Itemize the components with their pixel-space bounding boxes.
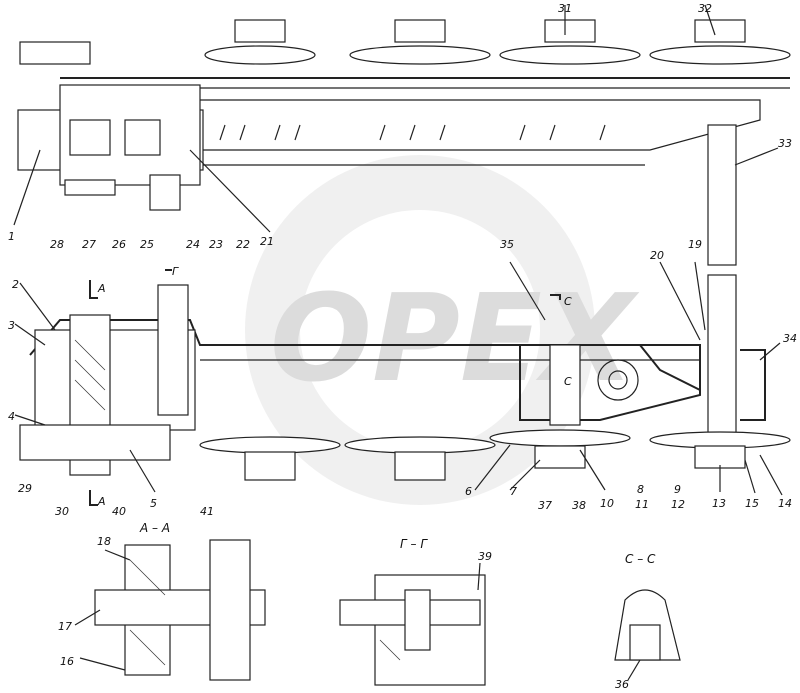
section-mark-g: Г: [172, 265, 179, 278]
label-1: 1: [8, 230, 15, 243]
label-9: 9: [674, 483, 681, 496]
bottom-disks: [199, 429, 791, 481]
middle-view: [19, 274, 791, 481]
label-4: 4: [8, 410, 15, 423]
leader-lines: [13, 4, 783, 681]
label-3: 3: [8, 319, 15, 332]
section-mark-c-bot: С: [564, 375, 572, 388]
section-title-aa: A – A: [139, 521, 170, 535]
section-c-c: [614, 589, 681, 661]
section-mark-a-bot: А: [97, 495, 106, 508]
section-marks: [89, 269, 561, 506]
label-37: 37: [538, 499, 552, 512]
label-27: 27: [82, 238, 96, 251]
label-7: 7: [510, 485, 517, 498]
section-g-g: [339, 574, 486, 686]
label-19: 19: [688, 238, 702, 251]
label-36: 36: [615, 678, 629, 691]
label-12: 12: [671, 498, 685, 511]
label-11: 11: [635, 498, 649, 511]
label-29: 29: [18, 482, 32, 495]
label-18: 18: [97, 535, 111, 548]
label-24: 24: [186, 238, 200, 251]
top-knife-drums: [19, 19, 791, 65]
section-mark-c-top: С: [564, 295, 572, 308]
label-15: 15: [745, 497, 759, 510]
label-33: 33: [778, 137, 792, 150]
label-23: 23: [209, 238, 223, 251]
label-35: 35: [500, 238, 514, 251]
label-26: 26: [112, 238, 126, 251]
part-number-labels: 1 2 3 4 5 6 7 8 9 10 11 12 13 14 15 16 1…: [8, 2, 797, 691]
label-25: 25: [140, 238, 154, 251]
label-38: 38: [572, 499, 586, 512]
label-5: 5: [150, 497, 157, 510]
label-21: 21: [260, 235, 274, 248]
label-28: 28: [50, 238, 64, 251]
label-20: 20: [650, 249, 664, 262]
section-title-cc: С – С: [625, 552, 656, 566]
label-40: 40: [112, 505, 126, 518]
watermark-text: OPEX: [270, 270, 640, 409]
section-title-gg: Г – Г: [400, 537, 428, 551]
label-39: 39: [478, 550, 492, 563]
label-2: 2: [12, 278, 19, 291]
section-mark-a-top: А: [97, 282, 106, 295]
label-10: 10: [600, 497, 614, 510]
label-8: 8: [637, 483, 644, 496]
label-17: 17: [58, 620, 72, 633]
label-13: 13: [712, 497, 726, 510]
section-titles: A – A Г – Г С – С А А Г С С: [97, 265, 656, 566]
label-22: 22: [236, 238, 250, 251]
label-16: 16: [60, 655, 74, 668]
label-6: 6: [465, 485, 472, 498]
section-a-a: [94, 539, 266, 681]
label-31: 31: [558, 2, 572, 15]
label-34: 34: [783, 332, 797, 345]
label-30: 30: [55, 505, 69, 518]
label-41: 41: [200, 505, 214, 518]
label-14: 14: [778, 497, 792, 510]
watermark-gear: [245, 155, 595, 505]
top-view: [17, 19, 791, 266]
label-32: 32: [698, 2, 712, 15]
